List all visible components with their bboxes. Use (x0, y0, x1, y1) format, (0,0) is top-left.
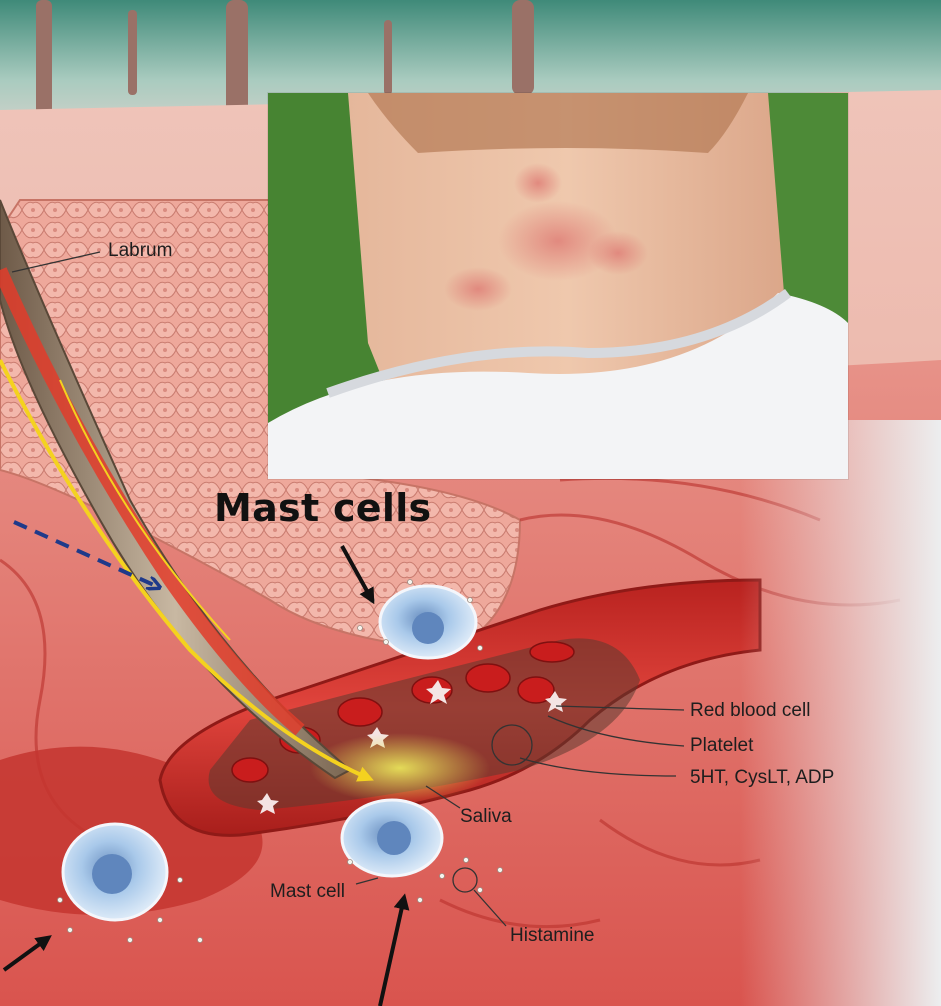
bite-mark (444, 267, 512, 311)
mast-cell-center (342, 800, 442, 876)
platelet-label: Platelet (690, 735, 753, 757)
labrum-label: Labrum (108, 240, 172, 262)
mast-cells-heading: Mast cells (214, 486, 431, 530)
bite-mark (588, 231, 648, 275)
mediators-label: 5HT, CysLT, ADP (690, 767, 834, 789)
red-blood-cell-label: Red blood cell (690, 700, 810, 722)
histamine-label: Histamine (510, 925, 594, 947)
saliva-label: Saliva (460, 806, 512, 828)
mast-cell-lower-left (63, 824, 167, 920)
mast-cell-label: Mast cell (270, 881, 345, 903)
photo-inset-neck-bites (268, 93, 848, 479)
mast-cell-upper (380, 586, 476, 658)
bite-mark (514, 163, 562, 203)
hair (368, 93, 748, 153)
